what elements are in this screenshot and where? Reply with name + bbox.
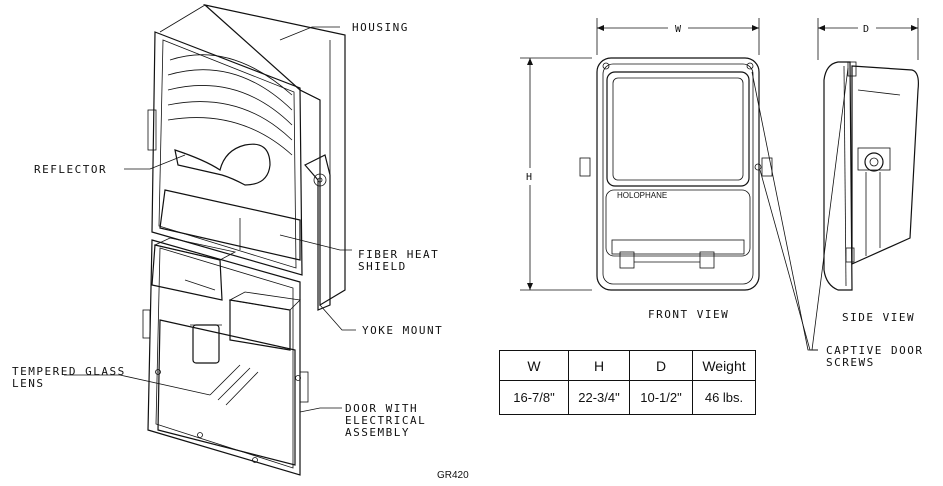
leader-lines-iso	[64, 26, 356, 413]
width-dim-label: W	[675, 24, 682, 35]
brand-mark: HOLOPHANE	[617, 191, 667, 200]
captive-door-label-line1: CAPTIVE DOOR	[826, 344, 923, 357]
captive-screw-leaders	[751, 67, 849, 351]
fiber-heat-label-line2: SHIELD	[358, 260, 407, 273]
height-dim-label: H	[526, 172, 532, 183]
spec-value-d: 10-1/2"	[629, 380, 693, 415]
spec-value-weight: 46 lbs.	[692, 380, 756, 415]
fiber-heat-label-line1: FIBER HEAT	[358, 248, 439, 261]
front-view: W H HOLOPHANE	[520, 18, 773, 291]
isometric-view	[142, 3, 346, 476]
housing-label: HOUSING	[352, 21, 409, 34]
spec-value-h: 22-3/4"	[568, 380, 630, 415]
spec-value-w: 16-7/8"	[499, 380, 569, 415]
spec-header-row: W H D Weight	[499, 350, 756, 381]
spec-header-w: W	[499, 350, 569, 381]
front-view-title: FRONT VIEW	[648, 308, 729, 321]
side-view: D	[817, 18, 919, 291]
spec-header-h: H	[568, 350, 630, 381]
door-label-line2: ELECTRICAL	[345, 414, 426, 427]
tempered-glass-label-line2: LENS	[12, 377, 45, 390]
yoke-mount-label: YOKE MOUNT	[362, 324, 443, 337]
door-label-line1: DOOR WITH	[345, 402, 418, 415]
spec-value-row: 16-7/8" 22-3/4" 10-1/2" 46 lbs.	[499, 380, 756, 415]
captive-door-label-line2: SCREWS	[826, 356, 875, 369]
reflector-label: REFLECTOR	[34, 163, 107, 176]
tempered-glass-label-line1: TEMPERED GLASS	[12, 365, 126, 378]
spec-header-d: D	[629, 350, 693, 381]
spec-table: W H D Weight 16-7/8" 22-3/4" 10-1/2" 46 …	[499, 350, 756, 415]
door-label-line3: ASSEMBLY	[345, 426, 410, 439]
spec-header-weight: Weight	[692, 350, 756, 381]
depth-dim-label: D	[863, 24, 869, 35]
drawing-code: GR420	[437, 470, 469, 481]
side-view-title: SIDE VIEW	[842, 311, 915, 324]
